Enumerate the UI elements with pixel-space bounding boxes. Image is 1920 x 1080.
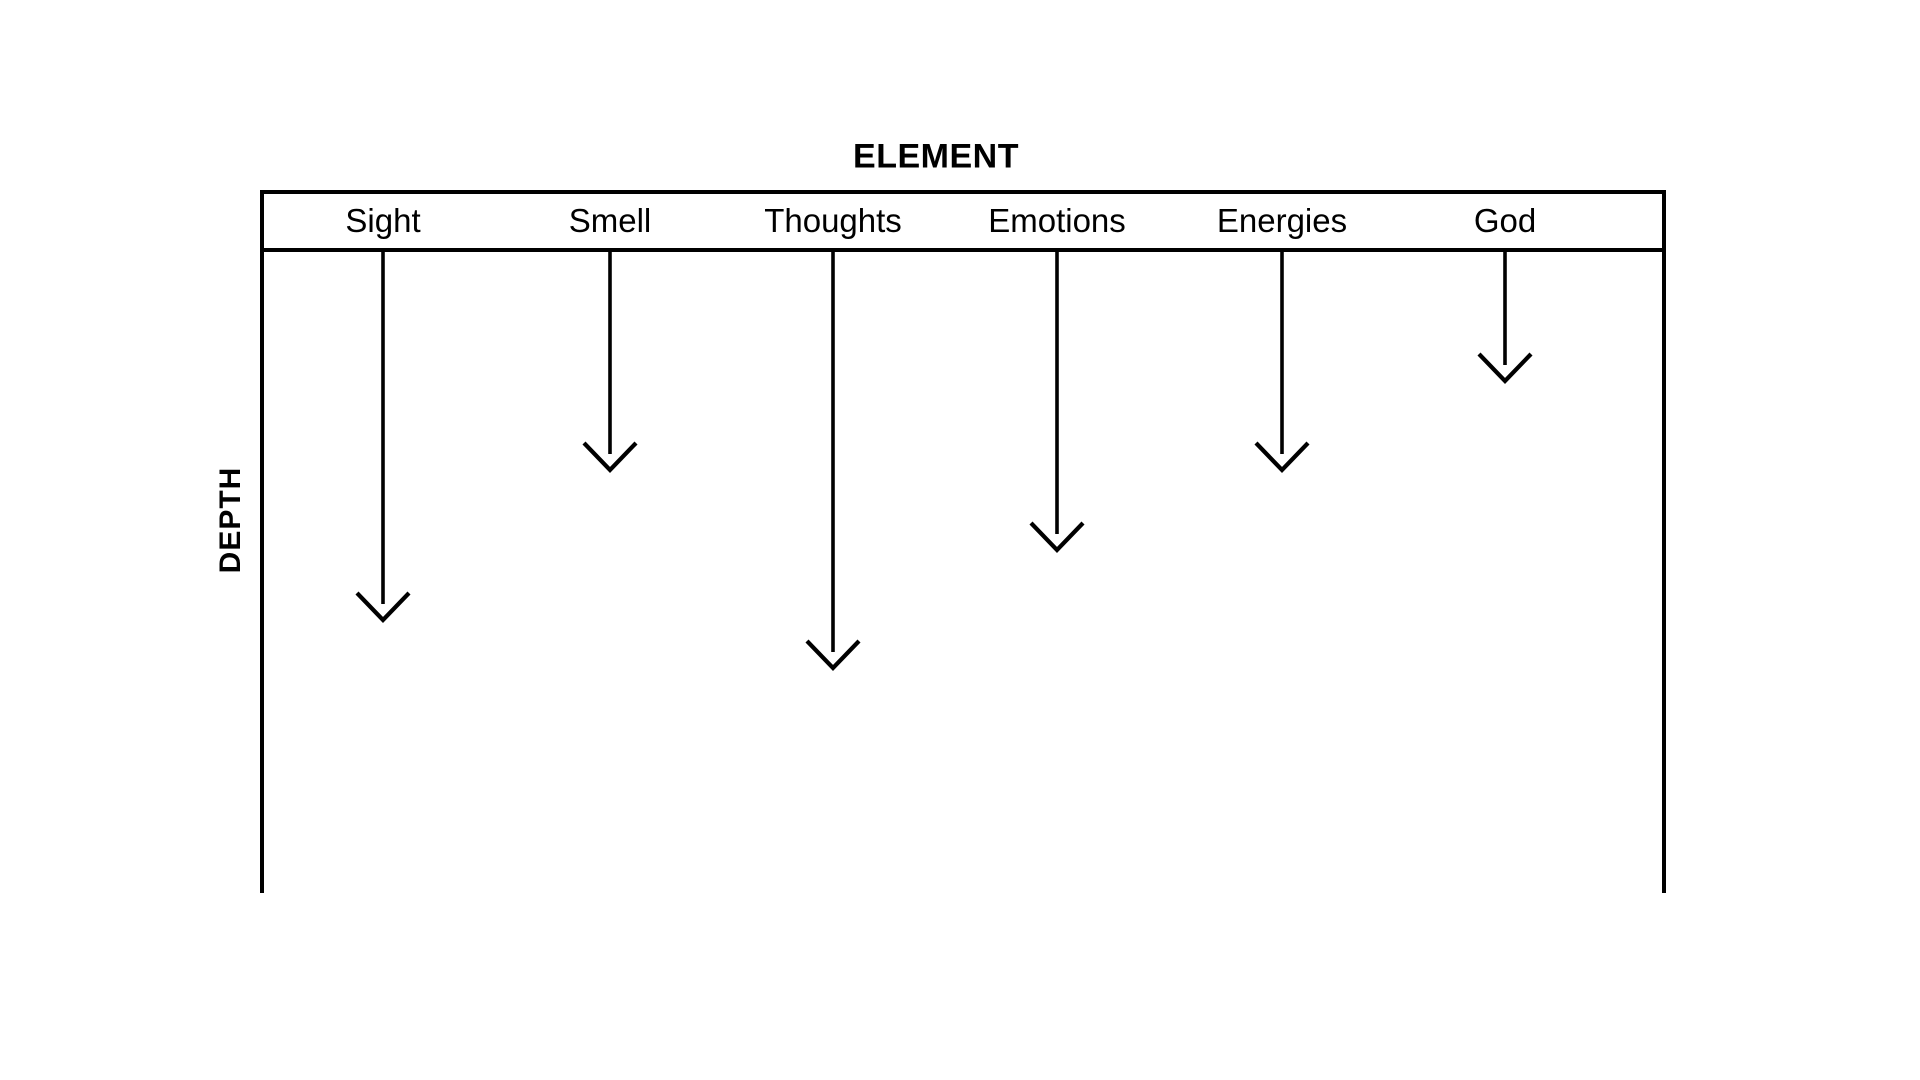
arrow-thoughts <box>805 250 861 672</box>
arrow-smell <box>582 250 638 474</box>
column-label-sight: Sight <box>345 202 421 239</box>
column-label-emotions: Emotions <box>988 202 1126 239</box>
x-axis-title: ELEMENT <box>853 137 1019 176</box>
column-label-god: God <box>1473 202 1537 239</box>
column-label-thoughts: Thoughts <box>764 202 902 239</box>
arrow-god <box>1477 250 1533 385</box>
arrow-sight <box>355 250 411 624</box>
arrow-emotions <box>1029 250 1085 554</box>
column-label-smell: Smell <box>568 202 652 239</box>
arrow-energies <box>1254 250 1310 474</box>
column-label-energies: Energies <box>1216 202 1348 239</box>
